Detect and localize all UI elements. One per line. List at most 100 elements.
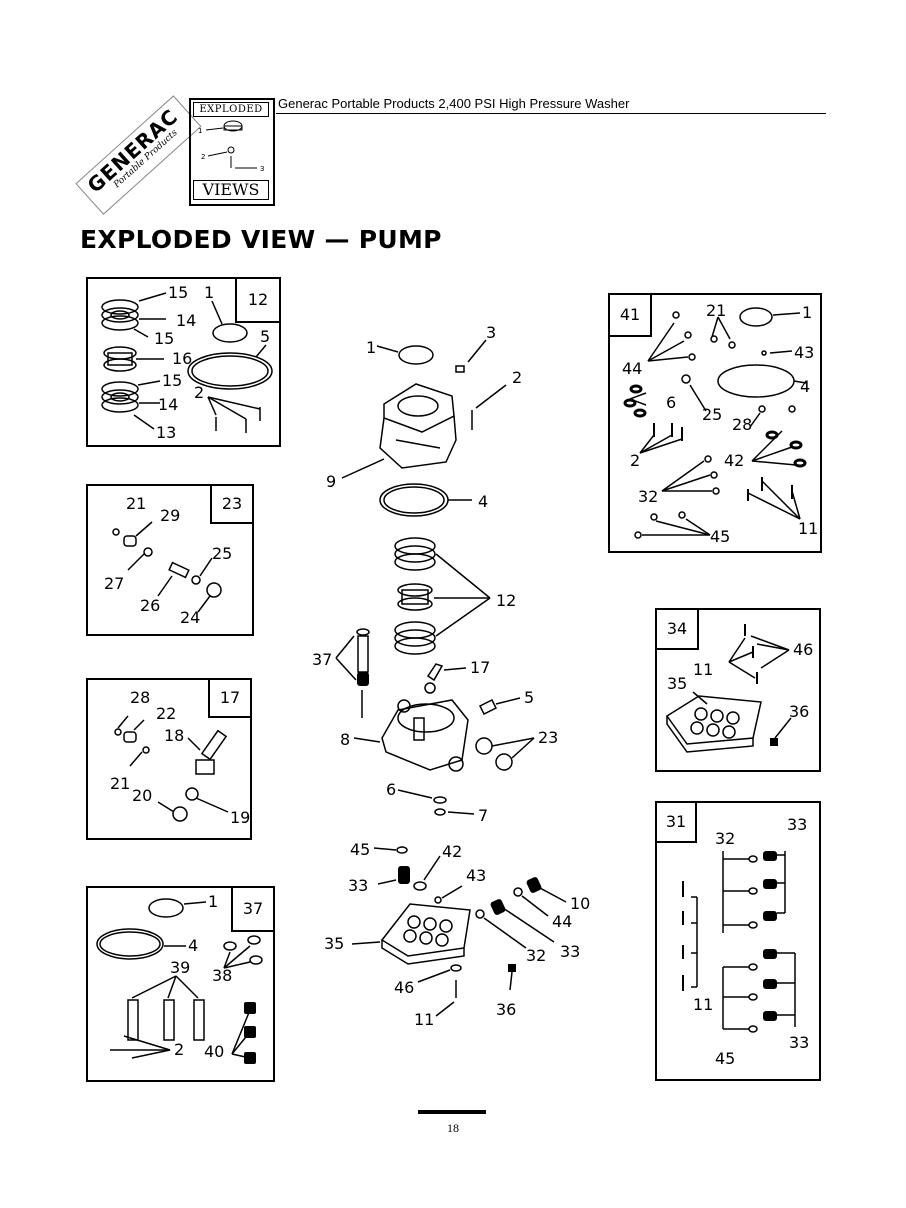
callout: 38 <box>212 966 233 985</box>
panel-17-tag: 17 <box>208 680 250 718</box>
callout: 2 <box>194 383 205 402</box>
callout: 23 <box>538 728 559 747</box>
panel-37-drawing <box>96 898 263 1064</box>
callout: 45 <box>715 1049 736 1068</box>
callout: 2 <box>630 451 641 470</box>
callout: 2 <box>174 1040 185 1059</box>
callout: 46 <box>394 978 415 997</box>
callout: 43 <box>466 866 487 885</box>
callout: 42 <box>442 842 463 861</box>
views-callout: 1 <box>198 127 202 135</box>
callout: 33 <box>787 815 808 834</box>
callout: 18 <box>164 726 185 745</box>
callout: 11 <box>798 519 819 538</box>
callout: 5 <box>524 688 535 707</box>
callout: 1 <box>204 283 215 302</box>
callout: 10 <box>570 894 591 913</box>
callout: 19 <box>230 808 251 827</box>
callout: 43 <box>794 343 815 362</box>
callout: 9 <box>326 472 337 491</box>
callout: 28 <box>732 415 753 434</box>
callout: 12 <box>496 591 517 610</box>
callout: 2 <box>512 368 523 387</box>
callout: 44 <box>622 359 643 378</box>
page-number: 18 <box>447 1121 459 1135</box>
callout: 1 <box>802 303 813 322</box>
callout: 36 <box>789 702 810 721</box>
callout: 33 <box>348 876 369 895</box>
callout: 21 <box>126 494 147 513</box>
callout: 8 <box>340 730 351 749</box>
callout: 40 <box>204 1042 225 1061</box>
callout: 17 <box>470 658 491 677</box>
callout: 5 <box>260 327 271 346</box>
panel-12-tag: 12 <box>235 279 279 323</box>
callout: 7 <box>478 806 489 825</box>
callout: 33 <box>789 1033 810 1052</box>
callout: 32 <box>715 829 736 848</box>
callout: 1 <box>366 338 377 357</box>
callout: 21 <box>110 774 131 793</box>
callout: 42 <box>724 451 745 470</box>
callout: 4 <box>800 377 811 396</box>
callout: 28 <box>130 688 151 707</box>
callout: 25 <box>702 405 723 424</box>
callout: 33 <box>560 942 581 961</box>
callout: 20 <box>132 786 153 805</box>
panel-41-drawing <box>623 307 807 539</box>
panel-34-drawing <box>665 624 792 753</box>
panel-41-tag: 41 <box>610 295 652 337</box>
callout: 45 <box>350 840 371 859</box>
callout: 11 <box>693 660 714 679</box>
panel-12-drawing <box>101 292 273 433</box>
callout: 37 <box>312 650 333 669</box>
views-icon-drawing: 1 2 3 <box>198 120 264 173</box>
callout: 4 <box>188 936 199 955</box>
panel-37-tag: 37 <box>231 888 273 932</box>
callout: 15 <box>162 371 183 390</box>
panel-23-drawing <box>112 521 222 613</box>
panel-23: 23 21 29 27 26 25 24 <box>86 484 254 636</box>
views-callout: 2 <box>201 153 205 161</box>
callout: 13 <box>156 423 177 442</box>
callout: 27 <box>104 574 125 593</box>
callout: 32 <box>526 946 547 965</box>
callout: 45 <box>710 527 731 546</box>
callout: 46 <box>793 640 814 659</box>
page-title: EXPLODED VIEW — PUMP <box>80 225 442 254</box>
callout: 15 <box>168 283 189 302</box>
callout: 25 <box>212 544 233 563</box>
callout: 32 <box>638 487 659 506</box>
panel-34-tag: 34 <box>657 610 699 650</box>
callout: 3 <box>486 323 497 342</box>
callout: 16 <box>172 349 193 368</box>
callout: 15 <box>154 329 175 348</box>
panel-31-drawing <box>682 851 796 1033</box>
panel-17-drawing <box>114 715 229 822</box>
callout: 29 <box>160 506 181 525</box>
panel-23-tag: 23 <box>210 486 252 524</box>
exploded-views-icon: EXPLODED 1 2 3 VIEWS <box>189 98 275 206</box>
panel-37: 37 1 4 39 38 2 40 <box>86 886 275 1082</box>
panel-31-tag: 31 <box>657 803 697 843</box>
callout: 14 <box>176 311 197 330</box>
panel-17: 17 28 22 18 21 20 19 <box>86 678 252 840</box>
panel-12: 12 15 14 15 16 15 14 13 1 5 2 <box>86 277 281 447</box>
callout: 11 <box>414 1010 435 1029</box>
callout: 35 <box>667 674 688 693</box>
views-callout: 3 <box>260 165 264 173</box>
callout: 44 <box>552 912 573 931</box>
callout: 26 <box>140 596 161 615</box>
header-title: Generac Portable Products 2,400 PSI High… <box>278 96 630 111</box>
header-rule <box>276 113 826 114</box>
callout: 6 <box>386 780 397 799</box>
footer-rule <box>418 1110 486 1114</box>
views-icon-bottom: VIEWS <box>193 180 269 200</box>
callout: 36 <box>496 1000 517 1019</box>
callout: 35 <box>324 934 345 953</box>
callout: 1 <box>208 892 219 911</box>
panel-31: 31 33 32 11 33 45 <box>655 801 821 1081</box>
callout: 39 <box>170 958 191 977</box>
callout: 24 <box>180 608 201 627</box>
callout: 22 <box>156 704 177 723</box>
